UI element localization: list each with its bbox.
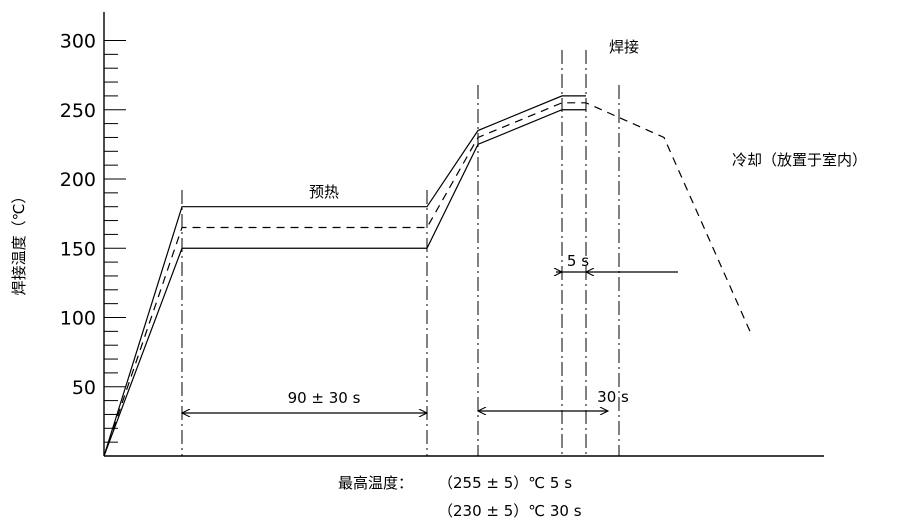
y-tick-label: 50 (72, 377, 96, 399)
series-solid-line (103, 95, 586, 457)
solder-time-label: 30 s (597, 388, 629, 406)
footnote-line-2: （230 ± 5）℃ 30 s (438, 502, 582, 520)
time-arrows (182, 272, 678, 413)
y-tick-label: 200 (60, 169, 96, 191)
y-tick-label: 250 (60, 100, 96, 122)
series-dashed-line (103, 102, 751, 457)
soldering-label: 焊接 (609, 38, 639, 56)
axes (103, 12, 824, 457)
peak-time-label: 5 s (567, 252, 589, 270)
series-lines (103, 95, 751, 457)
footnote-line-1: （255 ± 5）℃ 5 s (438, 474, 573, 492)
y-axis-label: 焊接温度（℃） (10, 189, 28, 296)
phase-markers (181, 50, 620, 456)
cooling-label: 冷却（放置于室内） (732, 151, 867, 169)
footnote-label: 最高温度： (338, 474, 414, 492)
y-ticks: 50 100 150 200 250 300 (60, 31, 126, 443)
preheat-label: 预热 (309, 183, 339, 201)
preheat-time-label: 90 ± 30 s (288, 389, 361, 407)
series-solid-line (103, 109, 586, 457)
y-tick-label: 100 (60, 308, 96, 330)
y-tick-label: 150 (60, 238, 96, 260)
y-tick-label: 300 (60, 31, 96, 53)
